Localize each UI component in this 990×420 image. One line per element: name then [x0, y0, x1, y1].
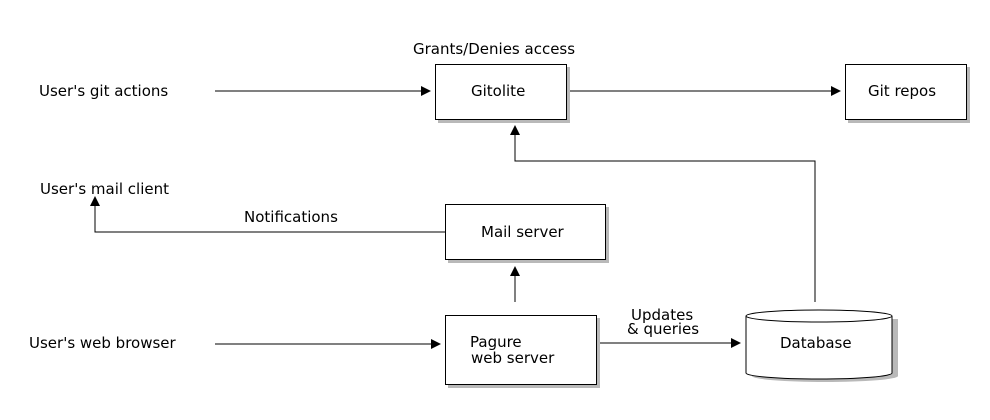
arrow-database-to-gitolite [510, 125, 816, 302]
database-cylinder [745, 309, 898, 382]
database-label: Database [780, 334, 852, 352]
gitolite-box: Gitolite [435, 64, 567, 120]
mail-server-label: Mail server [481, 223, 564, 241]
updates-label-line1: Updates [631, 306, 694, 324]
pagure-box: Pagure web server [445, 315, 597, 385]
gitolite-label: Gitolite [471, 82, 526, 100]
git-repos-label: Git repos [868, 82, 937, 100]
web-browser-label: User's web browser [29, 334, 176, 352]
grants-label: Grants/Denies access [413, 40, 576, 58]
updates-label-line2: & queries [627, 320, 700, 338]
notifications-label: Notifications [244, 208, 338, 226]
arrow-mailserver-to-mailclient [90, 196, 446, 233]
mail-client-label: User's mail client [40, 180, 170, 198]
git-repos-box: Git repos [845, 64, 967, 120]
mail-server-box: Mail server [445, 204, 606, 260]
pagure-label-line1: Pagure [470, 333, 522, 351]
git-actions-label: User's git actions [39, 82, 169, 100]
pagure-label-line2: web server [471, 349, 555, 367]
